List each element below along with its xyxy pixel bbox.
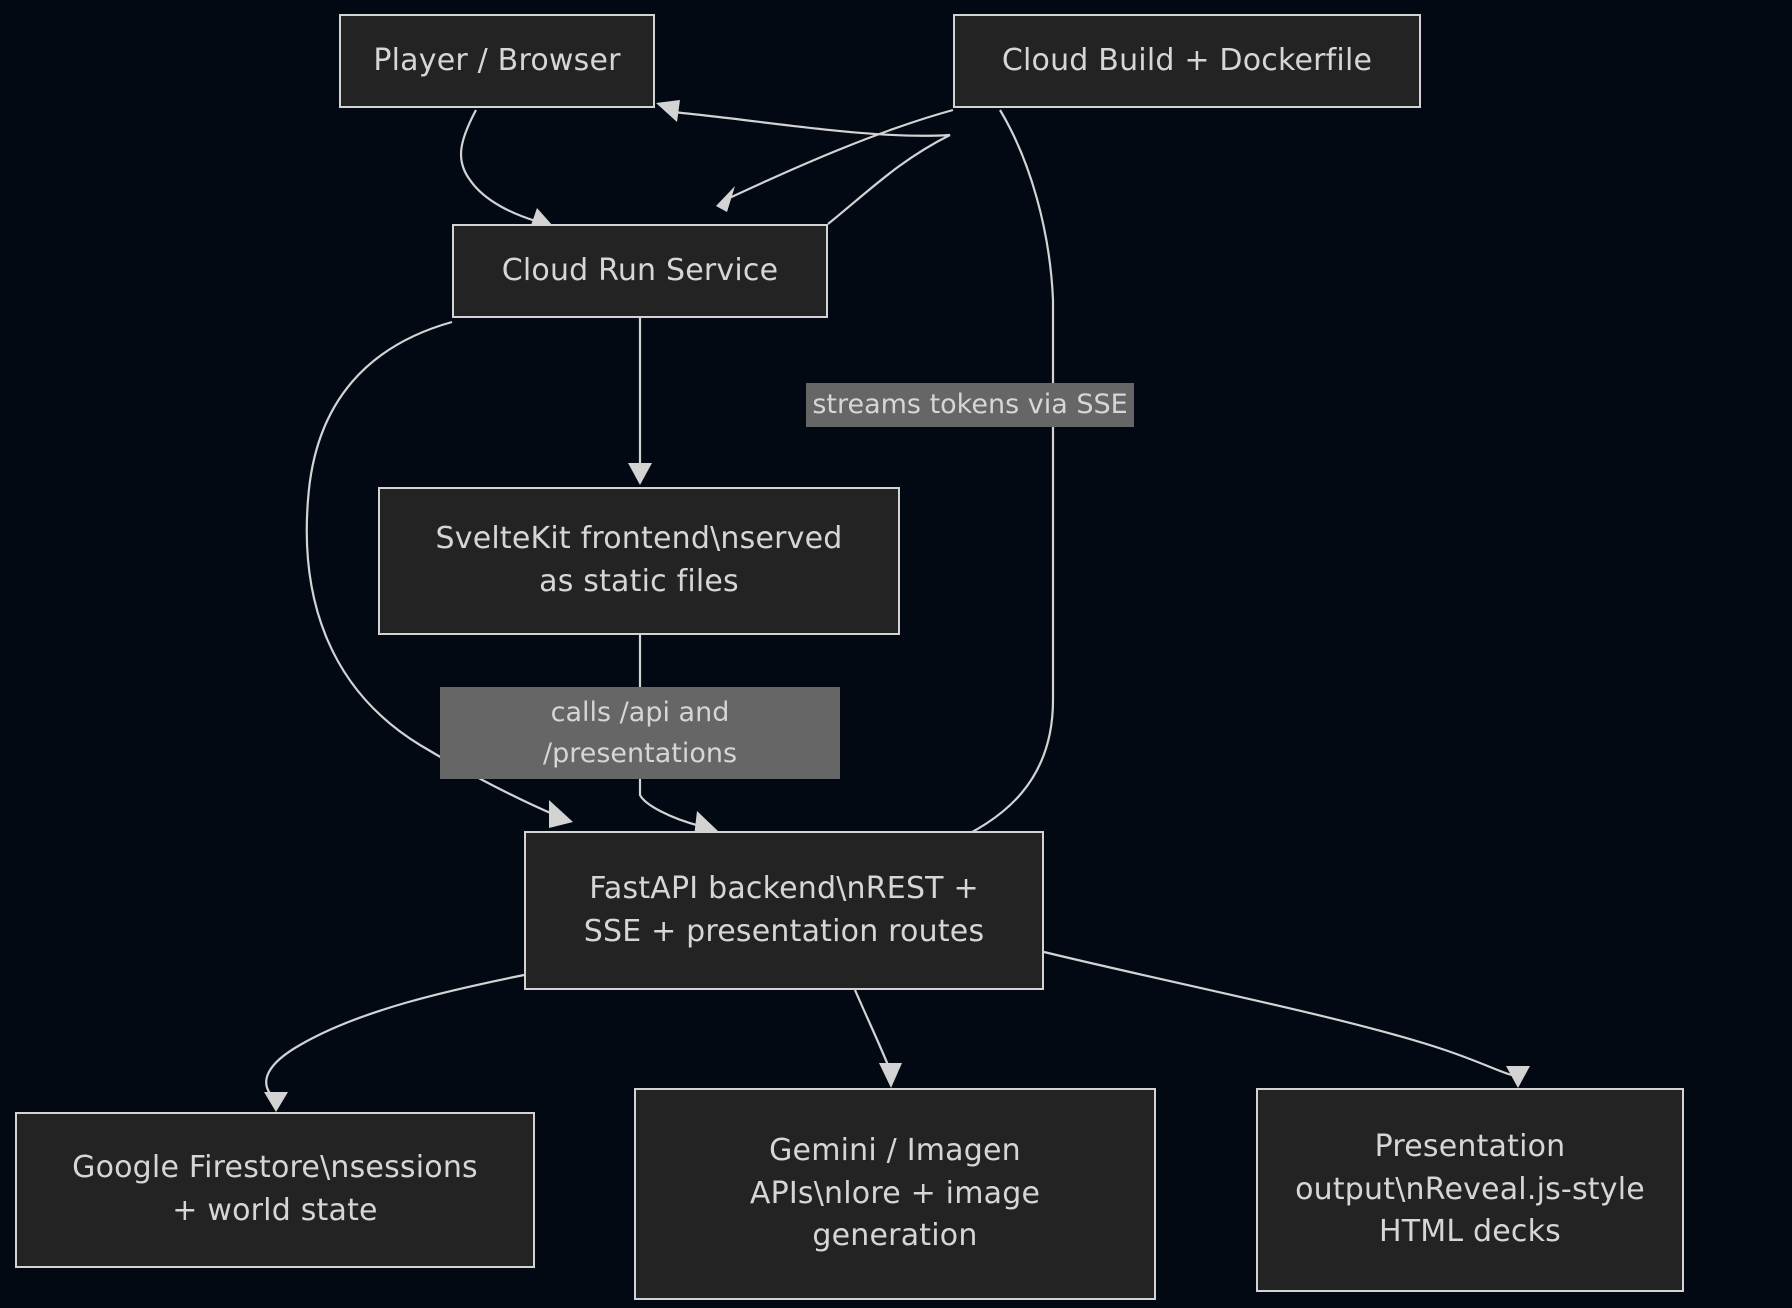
node-label: Presentation output\nReveal.js-style HTM…: [1295, 1129, 1645, 1250]
node-label: Player / Browser: [373, 42, 621, 78]
arrowhead-icon: [549, 800, 573, 828]
node-label: Google Firestore\nsessions + world state: [72, 1150, 478, 1228]
arrowhead-icon: [716, 186, 735, 212]
edge-cloudrun-to-player: [656, 100, 951, 225]
node-label: FastAPI backend\nREST + SSE + presentati…: [583, 870, 985, 949]
edge-label-streams-tokens-via-sse: streams tokens via SSE: [806, 383, 1134, 427]
node-cloud-build-dockerfile[interactable]: Cloud Build + Dockerfile: [953, 14, 1421, 108]
node-fastapi-backend[interactable]: FastAPI backend\nREST + SSE + presentati…: [524, 831, 1044, 990]
edge-fastapi-to-firestore: [264, 973, 525, 1112]
edge-label-text: streams tokens via SSE: [812, 389, 1128, 421]
edge-fastapi-to-gemini: [853, 989, 902, 1088]
node-label: Cloud Run Service: [501, 252, 779, 288]
arrowhead-icon: [264, 1092, 288, 1112]
node-label: Cloud Build + Dockerfile: [1001, 42, 1373, 78]
node-presentation-output[interactable]: Presentation output\nReveal.js-style HTM…: [1256, 1088, 1684, 1292]
node-gemini-imagen-apis[interactable]: Gemini / Imagen APIs\nlore + image gener…: [634, 1088, 1156, 1300]
edge-cloudbuild-to-fastapi: [944, 109, 1055, 847]
arrowhead-icon: [628, 463, 652, 485]
edge-player-to-cloudrun: [459, 109, 553, 231]
node-player-browser[interactable]: Player / Browser: [339, 14, 655, 108]
arrowhead-icon: [656, 100, 680, 122]
node-sveltekit-frontend[interactable]: SvelteKit frontend\nserved as static fil…: [378, 487, 900, 635]
arrowhead-icon: [1506, 1066, 1530, 1088]
edge-cloudrun-to-sveltekit: [628, 318, 652, 485]
node-cloud-run-service[interactable]: Cloud Run Service: [452, 224, 828, 318]
edge-label-calls-api-and-presentations: calls /api and /presentations: [440, 687, 840, 779]
node-google-firestore[interactable]: Google Firestore\nsessions + world state: [15, 1112, 535, 1268]
arrowhead-icon: [879, 1063, 902, 1088]
edge-label-text: calls /api and /presentations: [542, 696, 738, 769]
edge-cloudbuild-to-cloudrun: [716, 108, 954, 212]
edge-fastapi-to-presentation: [1043, 950, 1530, 1088]
node-label: SvelteKit frontend\nserved as static fil…: [435, 521, 843, 599]
node-label: Gemini / Imagen APIs\nlore + image gener…: [749, 1133, 1041, 1254]
